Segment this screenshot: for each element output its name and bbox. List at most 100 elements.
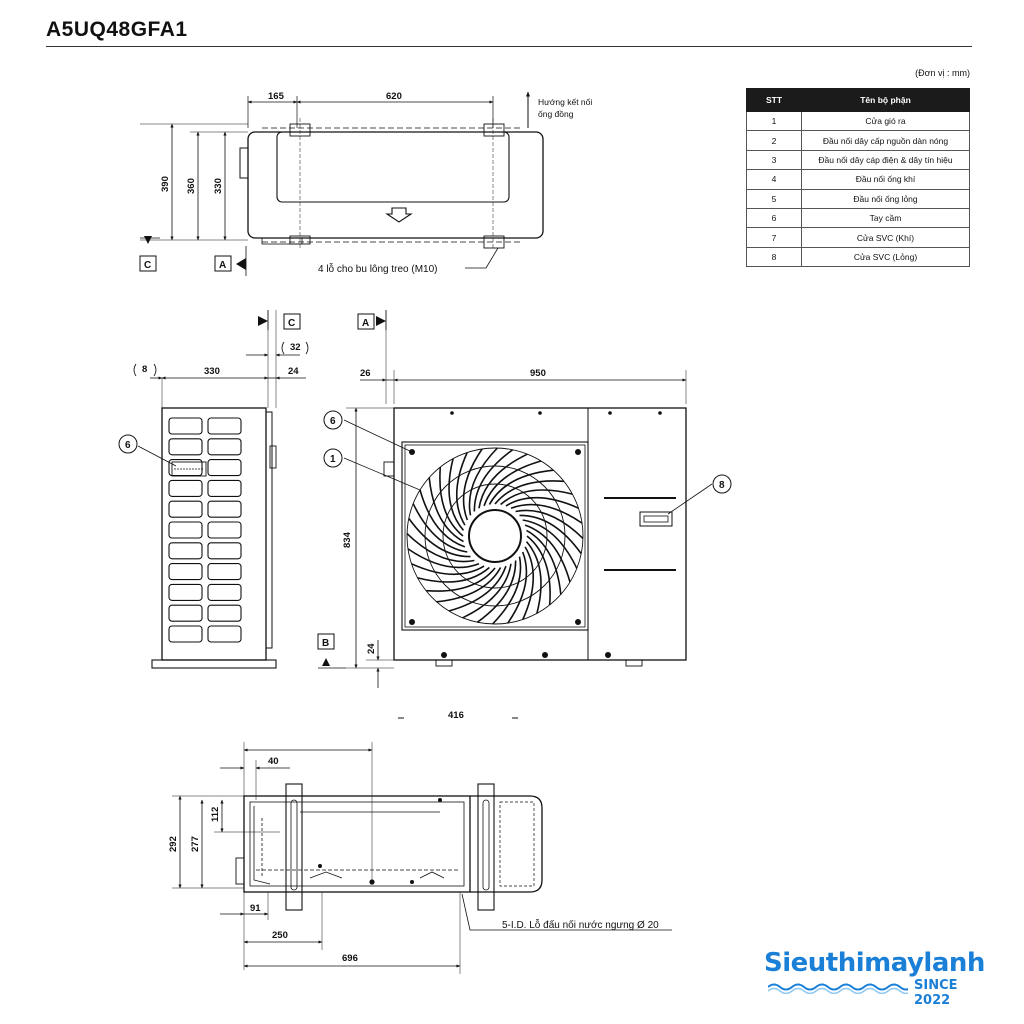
row-part-name: Cửa SVC (Khí) (801, 227, 970, 248)
dim-165: 165 (268, 91, 285, 102)
ref-label-c: C (144, 260, 151, 271)
grille-slot (207, 604, 242, 622)
grille-slot (207, 417, 242, 435)
ref-marker-a-top: A (214, 246, 247, 276)
fan-grille-line (411, 563, 485, 576)
front-dots (409, 411, 662, 658)
row-stt: 6 (746, 207, 802, 229)
fan-grille-line (448, 565, 507, 612)
row-part-name: Đầu nối dây cáp điện & dây tín hiệu (801, 149, 970, 171)
grille-slot (168, 438, 203, 456)
callout-1-front: 1 (323, 448, 343, 468)
wave-icon (768, 983, 908, 994)
grille-slot (207, 438, 242, 456)
dim-277: 277 (190, 836, 201, 852)
side-grille (168, 417, 242, 643)
fan-grille-line (462, 563, 512, 619)
callout-8-front: 8 (712, 474, 732, 494)
model-title: A5UQ48GFA1 (46, 18, 188, 41)
grille-slot (207, 459, 242, 477)
fan-grille-line (428, 477, 464, 543)
fan-grille-line (406, 533, 475, 563)
row-part-name: Cửa SVC (Lỏng) (801, 246, 970, 268)
fan-grille-line (436, 567, 502, 603)
dim-250: 250 (272, 930, 288, 941)
fan-grille-line (515, 509, 584, 539)
pipe-direction-label: Hướng kết nối (538, 97, 592, 107)
fan-grille-line (526, 535, 551, 605)
dim-620: 620 (386, 91, 402, 102)
fan-grille-line (505, 496, 579, 509)
ref-label-a: A (362, 318, 369, 329)
fan-grille-line (500, 489, 573, 506)
bottom-view (172, 742, 672, 974)
ref-marker-c-top: C (139, 236, 160, 272)
callout-label: 8 (719, 480, 725, 491)
grille-slot (168, 417, 203, 435)
fan-grille-line (468, 447, 498, 516)
pipe-direction-label-2: ống đồng (538, 109, 574, 119)
paren-left (133, 363, 137, 377)
grille-slot (207, 500, 242, 518)
row-part-name: Đầu nối ống lỏng (801, 188, 970, 209)
fan-grille-line (524, 524, 571, 583)
row-part-name: Tay cầm (801, 207, 970, 229)
fan-grille-line (519, 514, 582, 555)
front-fan-grille (406, 447, 584, 625)
fan-grille-line (455, 452, 468, 526)
grille-slot (168, 542, 203, 560)
grille-slot (207, 625, 242, 643)
callout-label: 6 (125, 440, 131, 451)
logo-since: SINCE 2022 (914, 978, 958, 1008)
grille-slot (207, 583, 242, 601)
dim-360: 360 (186, 178, 197, 194)
header-stt: STT (746, 88, 802, 112)
fan-grille-line (526, 529, 562, 595)
grille-slot (168, 583, 203, 601)
fan-grille-line (494, 480, 564, 505)
fan-grille-line (488, 469, 554, 505)
fan-grille-ring (424, 465, 566, 607)
ref-label-b: B (322, 638, 329, 649)
grille-slot (168, 563, 203, 581)
brand-logo: Sieuthimaylanh SINCE 2022 (764, 948, 996, 1008)
dim-91: 91 (250, 903, 261, 914)
top-view (140, 91, 544, 269)
fan-grille-line (473, 449, 514, 512)
grille-slot (168, 604, 203, 622)
fan-grille-line (412, 503, 468, 553)
fan-grille-line (408, 517, 471, 558)
dim-32: 32 (290, 342, 301, 353)
dim-696: 696 (342, 953, 358, 964)
title-divider (46, 46, 972, 47)
fan-grille-ring (442, 483, 548, 589)
fan-grille-line (492, 556, 522, 625)
fan-grille-line (407, 548, 480, 569)
fan-grille-line (483, 460, 542, 507)
grille-slot (207, 563, 242, 581)
fan-grille-line (522, 546, 535, 620)
paren-left (281, 341, 285, 355)
grille-slot (207, 542, 242, 560)
grille-slot (168, 625, 203, 643)
grille-slot (207, 521, 242, 539)
callout-label: 1 (330, 454, 336, 465)
dim-24-front: 24 (366, 643, 377, 654)
dim-112: 112 (210, 807, 221, 822)
dim-26: 26 (360, 368, 371, 379)
fan-grille-line (439, 467, 464, 537)
row-part-name: Đầu nối ống khí (801, 169, 970, 190)
row-stt: 8 (746, 246, 802, 268)
side-view (137, 310, 306, 669)
logo-name: Sieuthimaylanh (764, 948, 985, 978)
dim-40: 40 (268, 756, 279, 767)
ref-marker-c-side: C (258, 310, 301, 330)
dim-24-side: 24 (288, 366, 299, 377)
